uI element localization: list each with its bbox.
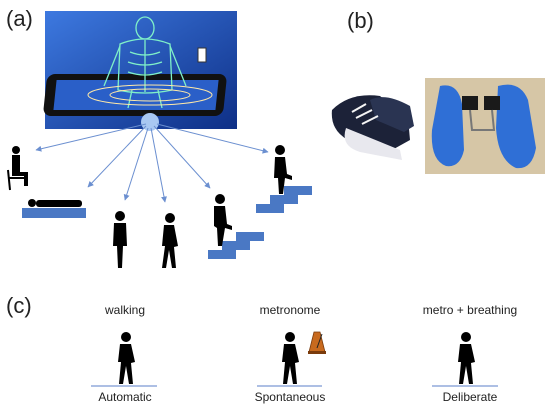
condition-3-top: metro + breathing [422, 303, 518, 317]
sitting-person-icon [7, 146, 28, 191]
condition-3-bottom: Deliberate [442, 390, 498, 404]
stairs-lower [208, 194, 264, 259]
metronome-icon [308, 331, 326, 354]
walker-spontaneous [257, 331, 326, 387]
standing-person-icon [113, 211, 127, 268]
condition-2-bottom: Spontaneous [254, 390, 326, 404]
panel-label-b: (b) [347, 8, 374, 33]
stairs-upper [256, 145, 312, 213]
tablet-illustration [43, 11, 237, 129]
walker-deliberate [432, 332, 498, 387]
walker-automatic [91, 332, 157, 387]
walking-person-icon [162, 213, 178, 268]
shoes-photo [326, 78, 422, 170]
insoles-photo [425, 78, 545, 174]
posture-arrows [35, 123, 269, 203]
condition-1-top: walking [104, 303, 146, 317]
panel-label-c: (c) [6, 293, 32, 318]
lying-person-icon [22, 199, 86, 218]
panel-label-a: (a) [6, 6, 33, 31]
condition-2-top: metronome [259, 303, 321, 317]
condition-1-bottom: Automatic [98, 390, 152, 404]
